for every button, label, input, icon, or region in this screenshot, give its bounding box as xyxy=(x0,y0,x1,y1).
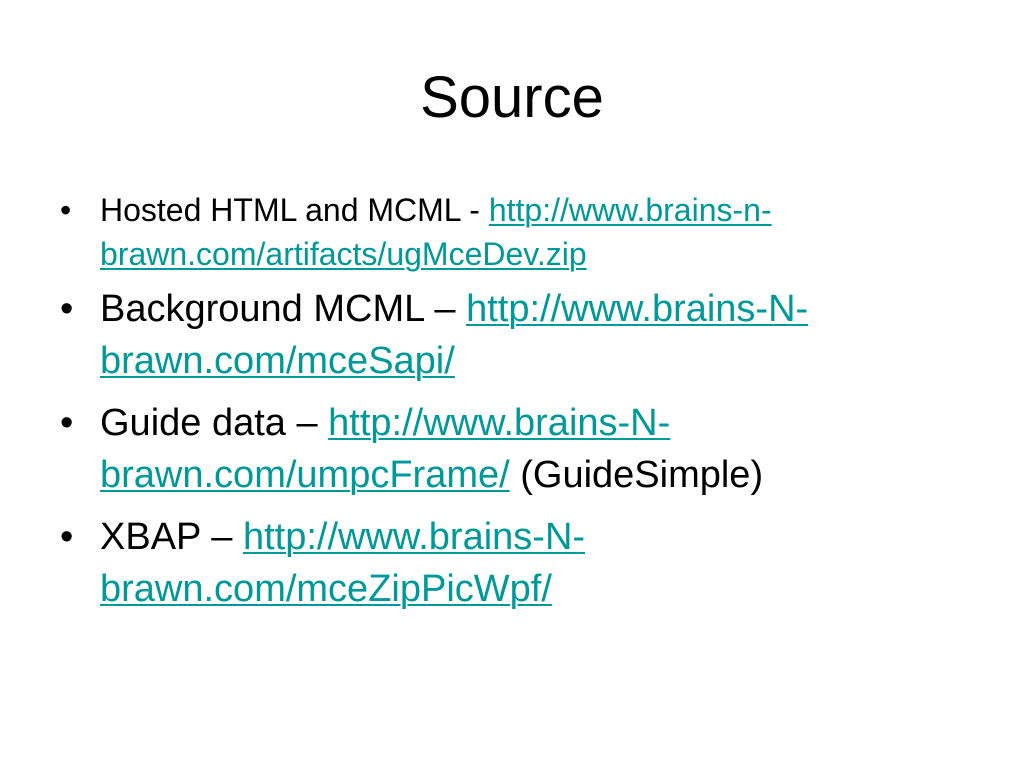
link-text-line1: http://www.brains-N- xyxy=(242,516,586,558)
guide-data-link[interactable]: http://www.brains-N-brawn.com/umpcFrame/ xyxy=(100,402,670,496)
slide-title: Source xyxy=(420,65,604,130)
bullet-dot-icon: • xyxy=(60,192,72,228)
bullet-label: Guide data – xyxy=(100,402,329,444)
link-text-line2: brawn.com/artifacts/ugMceDev.zip xyxy=(100,236,587,272)
list-item-guide-data: • Guide data – http://www.brains-N-brawn… xyxy=(60,397,960,501)
background-mcml-link[interactable]: http://www.brains-N-brawn.com/mceSapi/ xyxy=(100,288,808,382)
hosted-html-link[interactable]: http://www.brains-n-brawn.com/artifacts/… xyxy=(100,192,772,272)
link-text-line1: http://www.brains-N- xyxy=(466,288,809,330)
bullet-label: Background MCML – xyxy=(100,288,467,330)
list-item-xbap: • XBAP – http://www.brains-N-brawn.com/m… xyxy=(60,511,960,615)
bullet-list: • Hosted HTML and MCML - http://www.brai… xyxy=(60,188,960,625)
link-text-line1: http://www.brains-n- xyxy=(488,192,772,228)
link-text-line2: brawn.com/umpcFrame/ xyxy=(100,454,510,496)
xbap-link[interactable]: http://www.brains-N-brawn.com/mceZipPicW… xyxy=(100,516,585,610)
list-item-background-mcml: • Background MCML – http://www.brains-N-… xyxy=(60,283,960,387)
link-text-line1: http://www.brains-N- xyxy=(328,402,671,444)
bullet-dot-icon: • xyxy=(60,516,74,558)
bullet-label: XBAP – xyxy=(100,516,243,558)
link-text-line2: brawn.com/mceSapi/ xyxy=(100,340,455,382)
bullet-dot-icon: • xyxy=(60,402,74,444)
list-item-hosted-html: • Hosted HTML and MCML - http://www.brai… xyxy=(60,188,960,276)
bullet-label: Hosted HTML and MCML - xyxy=(100,192,489,228)
link-text-line2: brawn.com/mceZipPicWpf/ xyxy=(100,568,552,610)
bullet-suffix: (GuideSimple) xyxy=(509,454,764,496)
bullet-dot-icon: • xyxy=(60,288,74,330)
